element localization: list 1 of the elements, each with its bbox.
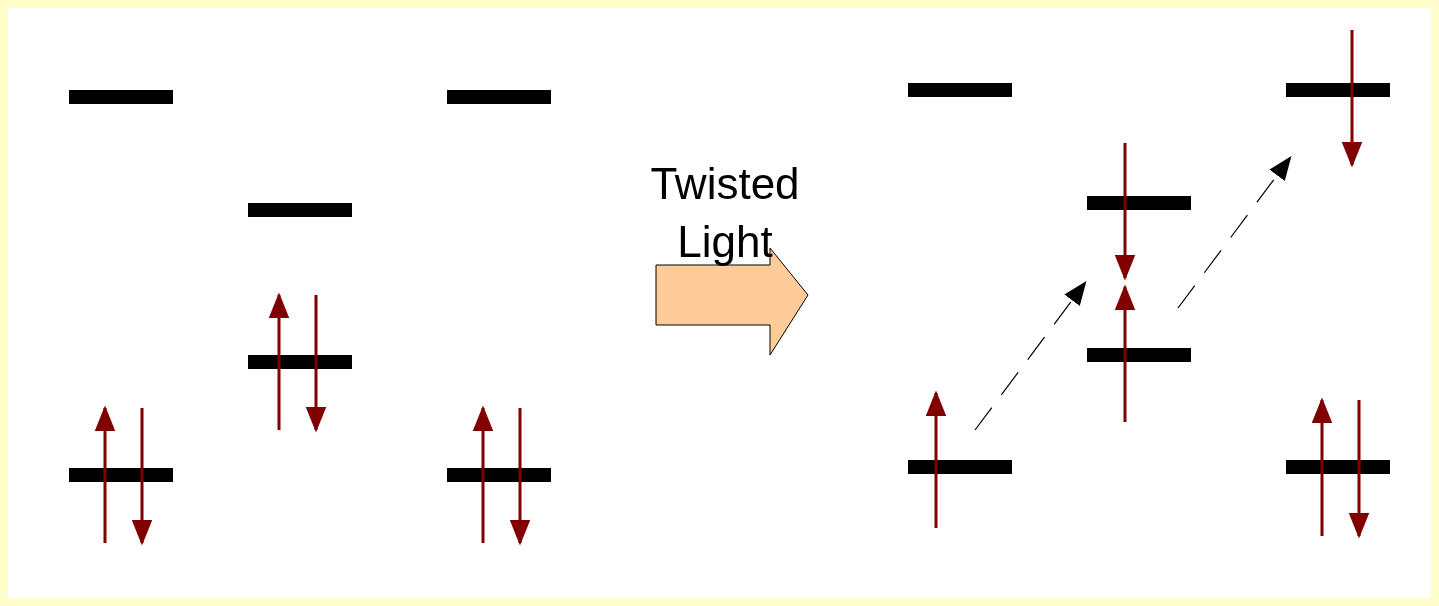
arrow-label: Twisted Light [649, 158, 801, 268]
